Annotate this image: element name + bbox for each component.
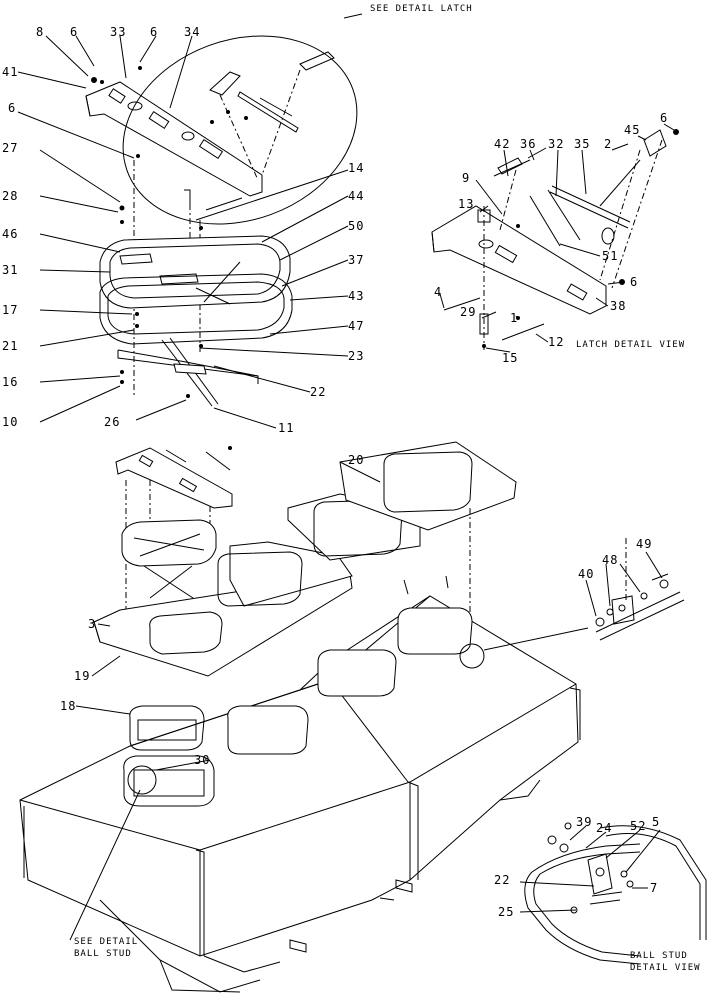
see-detail-ball-stud-caption-line2: BALL STUD: [74, 949, 132, 959]
latch-detail-view-caption: LATCH DETAIL VIEW: [576, 340, 685, 350]
callout: 6: [630, 275, 638, 289]
callout: 33: [110, 25, 126, 39]
callout: 46: [2, 227, 18, 241]
see-detail-latch-caption: SEE DETAIL LATCH: [370, 4, 473, 14]
callout: 35: [574, 137, 590, 151]
callout: 26: [104, 415, 120, 429]
callout: 29: [460, 305, 476, 319]
callout: 50: [348, 219, 364, 233]
callout: 49: [636, 537, 652, 551]
callout: 43: [348, 289, 364, 303]
lid-assembly-exploded: [17, 13, 363, 429]
callout: 5: [652, 815, 660, 829]
callout: 11: [278, 421, 294, 435]
callout: 6: [660, 111, 668, 125]
callout: 6: [150, 25, 158, 39]
callout: 1: [510, 311, 518, 325]
callout: 38: [610, 299, 626, 313]
ball-stud-detail-view-caption-line2: DETAIL VIEW: [630, 963, 701, 973]
callout: 32: [548, 137, 564, 151]
callout: 10: [2, 415, 18, 429]
callout: 16: [2, 375, 18, 389]
callout: 42: [494, 137, 510, 151]
callout: 22: [494, 873, 510, 887]
callout: 19: [74, 669, 90, 683]
callout: 15: [502, 351, 518, 365]
callout-labels: 8 6 33 6 34 41 6 27 28 46 31 17 21 16 10…: [2, 25, 668, 919]
hopper-assembly: [19, 441, 589, 993]
callout: 48: [602, 553, 618, 567]
ball-stud-detail-view-caption-line1: BALL STUD: [630, 951, 688, 961]
ball-stud-detail-view: [519, 822, 707, 965]
callout: 18: [60, 699, 76, 713]
callout: 45: [624, 123, 640, 137]
bracket-detail: [585, 538, 685, 641]
callout: 17: [2, 303, 18, 317]
callout: 24: [596, 821, 612, 835]
callout: 37: [348, 253, 364, 267]
callout: 14: [348, 161, 364, 175]
callout: 22: [310, 385, 326, 399]
callout: 8: [36, 25, 44, 39]
callout: 13: [458, 197, 474, 211]
callout: 51: [602, 249, 618, 263]
callout: 52: [630, 819, 646, 833]
callout: 25: [498, 905, 514, 919]
callout: 20: [348, 453, 364, 467]
callout: 41: [2, 65, 18, 79]
callout: 2: [604, 137, 612, 151]
callout: 6: [70, 25, 78, 39]
callout: 30: [194, 753, 210, 767]
callout: 7: [650, 881, 658, 895]
callout: 4: [434, 285, 442, 299]
callout: 9: [462, 171, 470, 185]
callout: 6: [8, 101, 16, 115]
callout: 47: [348, 319, 364, 333]
callout: 23: [348, 349, 364, 363]
latch-detail-view: [431, 123, 679, 353]
callout: 21: [2, 339, 18, 353]
callout: 40: [578, 567, 594, 581]
callout: 12: [548, 335, 564, 349]
callout: 31: [2, 263, 18, 277]
callout: 34: [184, 25, 200, 39]
callout: 28: [2, 189, 18, 203]
callout: 39: [576, 815, 592, 829]
see-detail-ball-stud-caption-line1: SEE DETAIL: [74, 937, 138, 947]
callout: 27: [2, 141, 18, 155]
callout: 3: [88, 617, 96, 631]
callout: 36: [520, 137, 536, 151]
callout: 44: [348, 189, 364, 203]
